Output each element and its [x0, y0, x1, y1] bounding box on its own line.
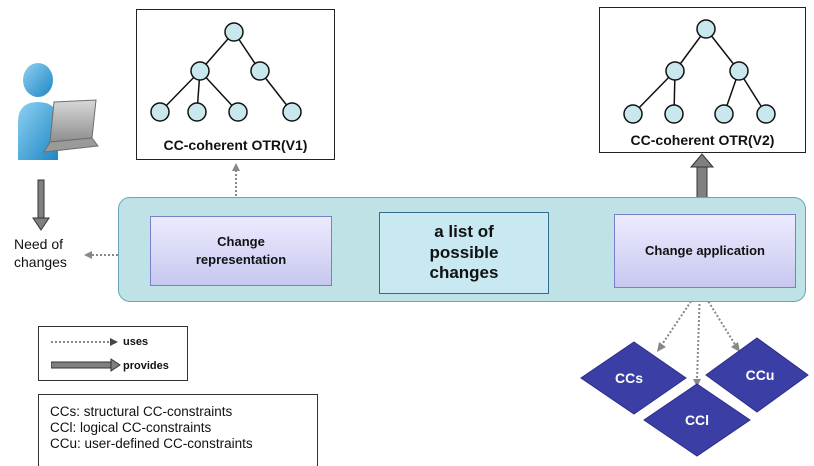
- need-of-changes-label: Need of changes: [14, 236, 67, 270]
- user-to-need-arrow: [32, 179, 50, 231]
- tree-node: [228, 102, 248, 122]
- possible-changes-box: a list of possible changes: [379, 212, 549, 294]
- otr-v2-title: CC-coherent OTR(V2): [630, 132, 775, 148]
- ccl-diamond: [643, 383, 751, 457]
- tree-node: [187, 102, 207, 122]
- otr-v1-tree-box: CC-coherent OTR(V1): [136, 9, 335, 160]
- otr-v2-tree-box: CC-coherent OTR(V2): [599, 7, 806, 153]
- tree-node: [714, 104, 734, 124]
- ccu-label: CCu: [746, 367, 775, 383]
- ccu-diamond: [705, 337, 809, 413]
- legend-provides-label: provides: [123, 360, 169, 372]
- change-application-box: Change application: [614, 214, 796, 288]
- tree-node: [224, 22, 244, 42]
- tree-node: [282, 102, 302, 122]
- tree-node: [696, 19, 716, 39]
- tree-node: [190, 61, 210, 81]
- provides-arrow-v2: [689, 153, 715, 215]
- otr-v1-title: CC-coherent OTR(V1): [163, 137, 308, 153]
- legend-box: uses provides: [38, 326, 188, 381]
- legend-uses-label: uses: [123, 336, 149, 348]
- ccs-label: CCs: [615, 370, 643, 386]
- tree-node: [250, 61, 270, 81]
- change-representation-box: Change representation: [150, 216, 332, 286]
- user-laptop-icon: [18, 63, 99, 160]
- definitions-box: CCs: structural CC-constraints CCl: logi…: [38, 394, 318, 466]
- definition-ccs: CCs: structural CC-constraints: [50, 404, 233, 419]
- otr-v2-tree: [623, 19, 776, 124]
- definition-ccl: CCl: logical CC-constraints: [50, 420, 212, 435]
- tree-node: [664, 104, 684, 124]
- tree-node: [150, 102, 170, 122]
- tree-node: [729, 61, 749, 81]
- otr-v1-tree: [150, 22, 302, 122]
- tree-node: [623, 104, 643, 124]
- legend-provides-arrow: [51, 358, 121, 372]
- legend-uses-arrow: [51, 338, 118, 346]
- tree-node: [665, 61, 685, 81]
- tree-node: [756, 104, 776, 124]
- definition-ccu: CCu: user-defined CC-constraints: [50, 436, 253, 451]
- ccl-label: CCl: [685, 412, 709, 428]
- ccs-diamond: [580, 341, 687, 415]
